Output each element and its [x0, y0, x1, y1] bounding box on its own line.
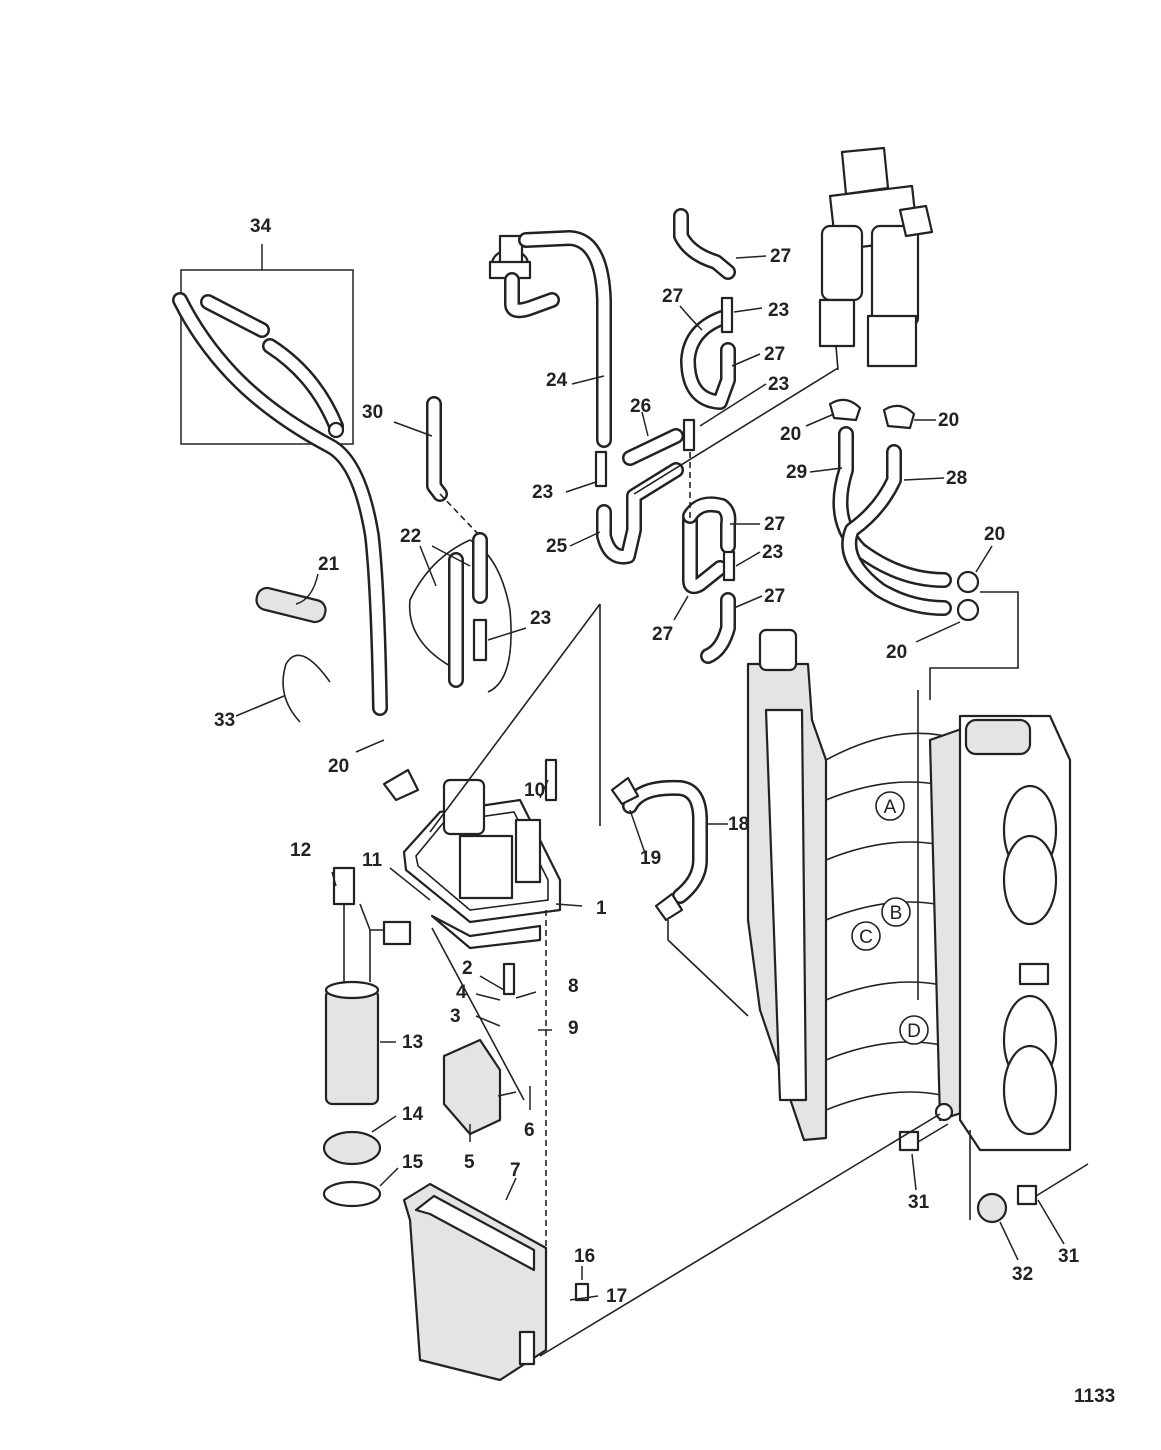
intake-manifold: [539, 628, 1089, 1357]
callout-31-left: 31: [908, 1192, 930, 1213]
callout-20-clip-bottom: 20: [886, 642, 907, 663]
callout-28: 28: [946, 468, 967, 489]
port-label-a: A: [884, 797, 897, 818]
callout-21: 21: [318, 554, 340, 575]
callout-4: 4: [456, 982, 467, 1003]
callout-27-top: 27: [770, 246, 791, 267]
callout-16: 16: [574, 1246, 595, 1267]
hoses-28-29: [828, 398, 1019, 700]
callout-23-left: 23: [530, 608, 551, 629]
callout-13: 13: [402, 1032, 423, 1053]
pump-cover-assembly: [382, 758, 562, 950]
callout-25: 25: [546, 536, 568, 557]
callout-3: 3: [450, 1006, 461, 1027]
electric-fuel-pump: [322, 866, 412, 1208]
hose-18: [429, 603, 749, 1017]
callout-23-top: 23: [768, 300, 789, 321]
port-label-d: D: [907, 1021, 921, 1042]
callout-20-upper-right: 20: [938, 410, 959, 431]
callout-33: 33: [214, 710, 235, 731]
callout-27-mid: 27: [764, 514, 785, 535]
callout-1: 1: [596, 898, 607, 919]
callout-23-center: 23: [768, 374, 789, 395]
port-label-b: B: [890, 903, 903, 924]
port-label-c: C: [859, 927, 873, 948]
callout-8: 8: [568, 976, 579, 997]
callout-14: 14: [402, 1104, 424, 1125]
callout-15: 15: [402, 1152, 424, 1173]
callout-11: 11: [362, 850, 383, 871]
callout-27-left: 27: [662, 286, 683, 307]
callout-6: 6: [524, 1120, 535, 1141]
callout-19: 19: [640, 848, 661, 869]
callout-29: 29: [786, 462, 807, 483]
callout-20-upper-left: 20: [780, 424, 801, 445]
callout-34: 34: [250, 216, 272, 237]
port-marker-b: B: [881, 897, 911, 927]
callout-20-left: 20: [328, 756, 349, 777]
port-marker-a: A: [875, 791, 905, 821]
figure-reference-number: 1133: [1074, 1386, 1115, 1407]
callout-17: 17: [606, 1286, 627, 1307]
callout-23-lower: 23: [762, 542, 783, 563]
solenoid-assembly: [818, 146, 934, 371]
callout-27-lower-left: 27: [652, 624, 673, 645]
port-marker-c: C: [851, 921, 881, 951]
callout-5: 5: [464, 1152, 475, 1173]
callout-9: 9: [568, 1018, 579, 1039]
callout-labels: 1 2 3 4 5 6 7 8 9 10 11 12 13 14 15 16 1…: [214, 216, 1080, 1307]
callout-26: 26: [630, 396, 651, 417]
callout-12: 12: [290, 840, 311, 861]
callout-22: 22: [400, 526, 421, 547]
callout-27-lower-right: 27: [764, 586, 785, 607]
port-marker-d: D: [899, 1015, 929, 1045]
leader-lines: [235, 255, 1065, 1301]
callout-7: 7: [510, 1160, 521, 1181]
left-hoses: [172, 292, 512, 723]
filter-and-bowl: [402, 910, 590, 1382]
callout-32: 32: [1012, 1264, 1033, 1285]
callout-20-clip-top: 20: [984, 524, 1005, 545]
pressure-regulator: [488, 230, 612, 448]
callout-27-right: 27: [764, 344, 785, 365]
callout-2: 2: [462, 958, 473, 979]
callout-23-mid: 23: [532, 482, 553, 503]
callout-31-right: 31: [1058, 1246, 1080, 1267]
callout-10: 10: [524, 780, 545, 801]
callout-24: 24: [546, 370, 568, 391]
vent-hose-network: [594, 208, 839, 664]
callout-18: 18: [728, 814, 749, 835]
callout-30: 30: [362, 402, 383, 423]
